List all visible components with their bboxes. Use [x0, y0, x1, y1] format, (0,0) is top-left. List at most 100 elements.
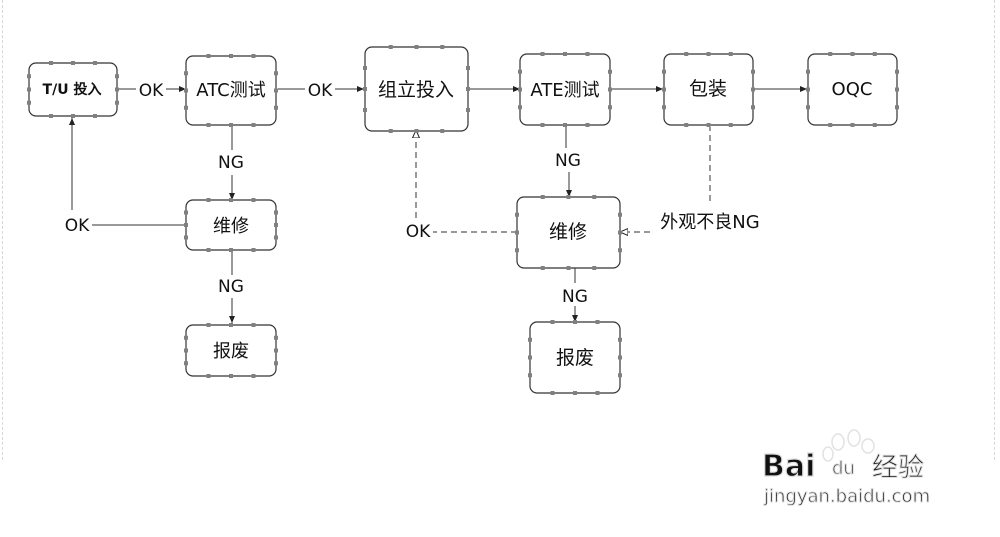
connection-handle[interactable] — [71, 61, 75, 65]
connection-handle[interactable] — [27, 87, 31, 92]
connection-handle[interactable] — [595, 391, 600, 395]
connection-handle[interactable] — [618, 337, 622, 342]
connection-handle[interactable] — [828, 52, 833, 56]
connection-handle[interactable] — [895, 87, 899, 92]
connection-handle[interactable] — [515, 212, 519, 217]
connection-handle[interactable] — [71, 114, 75, 118]
connection-handle[interactable] — [229, 198, 233, 202]
connection-handle[interactable] — [274, 235, 278, 240]
connection-handle[interactable] — [251, 54, 256, 58]
connection-handle[interactable] — [184, 235, 188, 240]
connection-handle[interactable] — [440, 129, 445, 133]
connection-handle[interactable] — [751, 69, 755, 74]
connection-handle[interactable] — [518, 87, 522, 92]
connection-handle[interactable] — [872, 123, 877, 127]
connection-handle[interactable] — [363, 108, 367, 112]
connection-handle[interactable] — [93, 114, 97, 118]
node-assembly[interactable] — [363, 45, 470, 133]
connection-handle[interactable] — [184, 105, 188, 110]
node-oqc[interactable] — [806, 52, 899, 127]
connection-handle[interactable] — [618, 248, 622, 253]
connection-handle[interactable] — [414, 45, 419, 49]
node-scrap1[interactable] — [184, 323, 278, 378]
connection-handle[interactable] — [618, 373, 622, 378]
connection-handle[interactable] — [728, 123, 733, 127]
connection-handle[interactable] — [563, 52, 567, 56]
connection-handle[interactable] — [115, 74, 119, 79]
node-tu[interactable] — [27, 61, 119, 118]
connection-handle[interactable] — [93, 61, 97, 65]
connection-handle[interactable] — [895, 105, 899, 110]
connection-handle[interactable] — [274, 210, 278, 215]
connection-handle[interactable] — [251, 123, 256, 127]
connection-handle[interactable] — [184, 361, 188, 366]
connection-handle[interactable] — [206, 54, 211, 58]
connection-handle[interactable] — [618, 212, 622, 217]
connection-handle[interactable] — [518, 105, 522, 110]
connection-handle[interactable] — [206, 198, 211, 202]
connection-handle[interactable] — [563, 123, 567, 127]
connection-handle[interactable] — [608, 87, 612, 92]
connection-handle[interactable] — [540, 52, 545, 56]
connection-handle[interactable] — [229, 374, 233, 378]
connection-handle[interactable] — [595, 320, 600, 324]
connection-handle[interactable] — [895, 69, 899, 74]
connection-handle[interactable] — [806, 105, 810, 110]
connection-handle[interactable] — [550, 391, 555, 395]
connection-handle[interactable] — [684, 123, 689, 127]
node-scrap2[interactable] — [528, 320, 622, 395]
connection-handle[interactable] — [229, 123, 233, 127]
connection-handle[interactable] — [274, 361, 278, 366]
connection-handle[interactable] — [751, 105, 755, 110]
connection-handle[interactable] — [206, 248, 211, 252]
connection-handle[interactable] — [251, 323, 256, 327]
connection-handle[interactable] — [251, 248, 256, 252]
connection-handle[interactable] — [528, 355, 532, 360]
connection-handle[interactable] — [27, 100, 31, 105]
node-pack[interactable] — [662, 52, 755, 127]
connection-handle[interactable] — [466, 66, 470, 70]
connection-handle[interactable] — [184, 348, 188, 353]
node-ate[interactable] — [518, 52, 612, 127]
connection-handle[interactable] — [528, 373, 532, 378]
connection-handle[interactable] — [540, 123, 545, 127]
connection-handle[interactable] — [662, 105, 666, 110]
connection-handle[interactable] — [850, 52, 855, 56]
connection-handle[interactable] — [251, 198, 256, 202]
connection-handle[interactable] — [206, 323, 211, 327]
connection-handle[interactable] — [566, 266, 571, 270]
connection-handle[interactable] — [206, 123, 211, 127]
connection-handle[interactable] — [684, 52, 689, 56]
connection-handle[interactable] — [706, 52, 711, 56]
connection-handle[interactable] — [251, 374, 256, 378]
connection-handle[interactable] — [466, 108, 470, 112]
connection-handle[interactable] — [528, 337, 532, 342]
connection-handle[interactable] — [115, 100, 119, 105]
connection-handle[interactable] — [184, 210, 188, 215]
connection-handle[interactable] — [229, 323, 233, 327]
connection-handle[interactable] — [414, 129, 419, 133]
connection-handle[interactable] — [515, 248, 519, 253]
connection-handle[interactable] — [728, 52, 733, 56]
connection-handle[interactable] — [184, 88, 188, 93]
connection-handle[interactable] — [573, 391, 577, 395]
node-repair1[interactable] — [184, 198, 278, 252]
connection-handle[interactable] — [274, 105, 278, 110]
connection-handle[interactable] — [573, 320, 577, 324]
connection-handle[interactable] — [49, 114, 53, 118]
connection-handle[interactable] — [27, 74, 31, 79]
connection-handle[interactable] — [872, 52, 877, 56]
connection-handle[interactable] — [828, 123, 833, 127]
connection-handle[interactable] — [592, 195, 597, 199]
connection-handle[interactable] — [706, 123, 711, 127]
connection-handle[interactable] — [388, 129, 393, 133]
connection-handle[interactable] — [566, 195, 571, 199]
connection-handle[interactable] — [274, 71, 278, 76]
connection-handle[interactable] — [184, 71, 188, 76]
node-atc[interactable] — [184, 54, 278, 127]
connection-handle[interactable] — [363, 87, 367, 91]
connection-handle[interactable] — [115, 87, 119, 92]
connection-handle[interactable] — [618, 355, 622, 360]
connection-handle[interactable] — [806, 69, 810, 74]
node-repair2[interactable] — [515, 195, 622, 270]
